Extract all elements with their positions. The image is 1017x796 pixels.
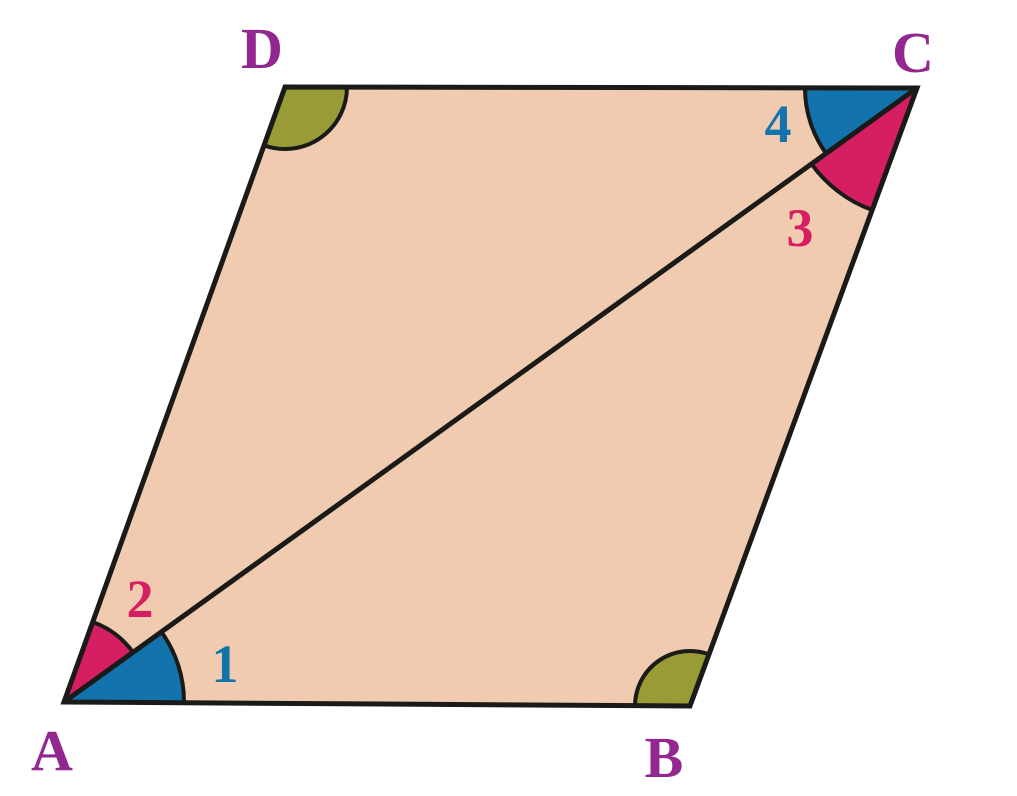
vertex-label-c: C [892,20,934,85]
angle-1-label: 1 [212,634,239,694]
vertex-label-d: D [241,16,283,81]
angle-2-label: 2 [127,569,154,629]
diagonal-ac [62,85,919,705]
angle-b-wedge [633,649,711,708]
vertex-label-a: A [31,718,73,783]
vertex-label-group: A B C D [31,16,934,790]
angle-d-wedge [262,85,349,151]
angle-4-label: 4 [765,94,792,154]
vertex-label-b: B [645,725,684,790]
angle-number-group: 12 3 4 [127,94,814,694]
angle-3-label: 3 [787,198,814,258]
